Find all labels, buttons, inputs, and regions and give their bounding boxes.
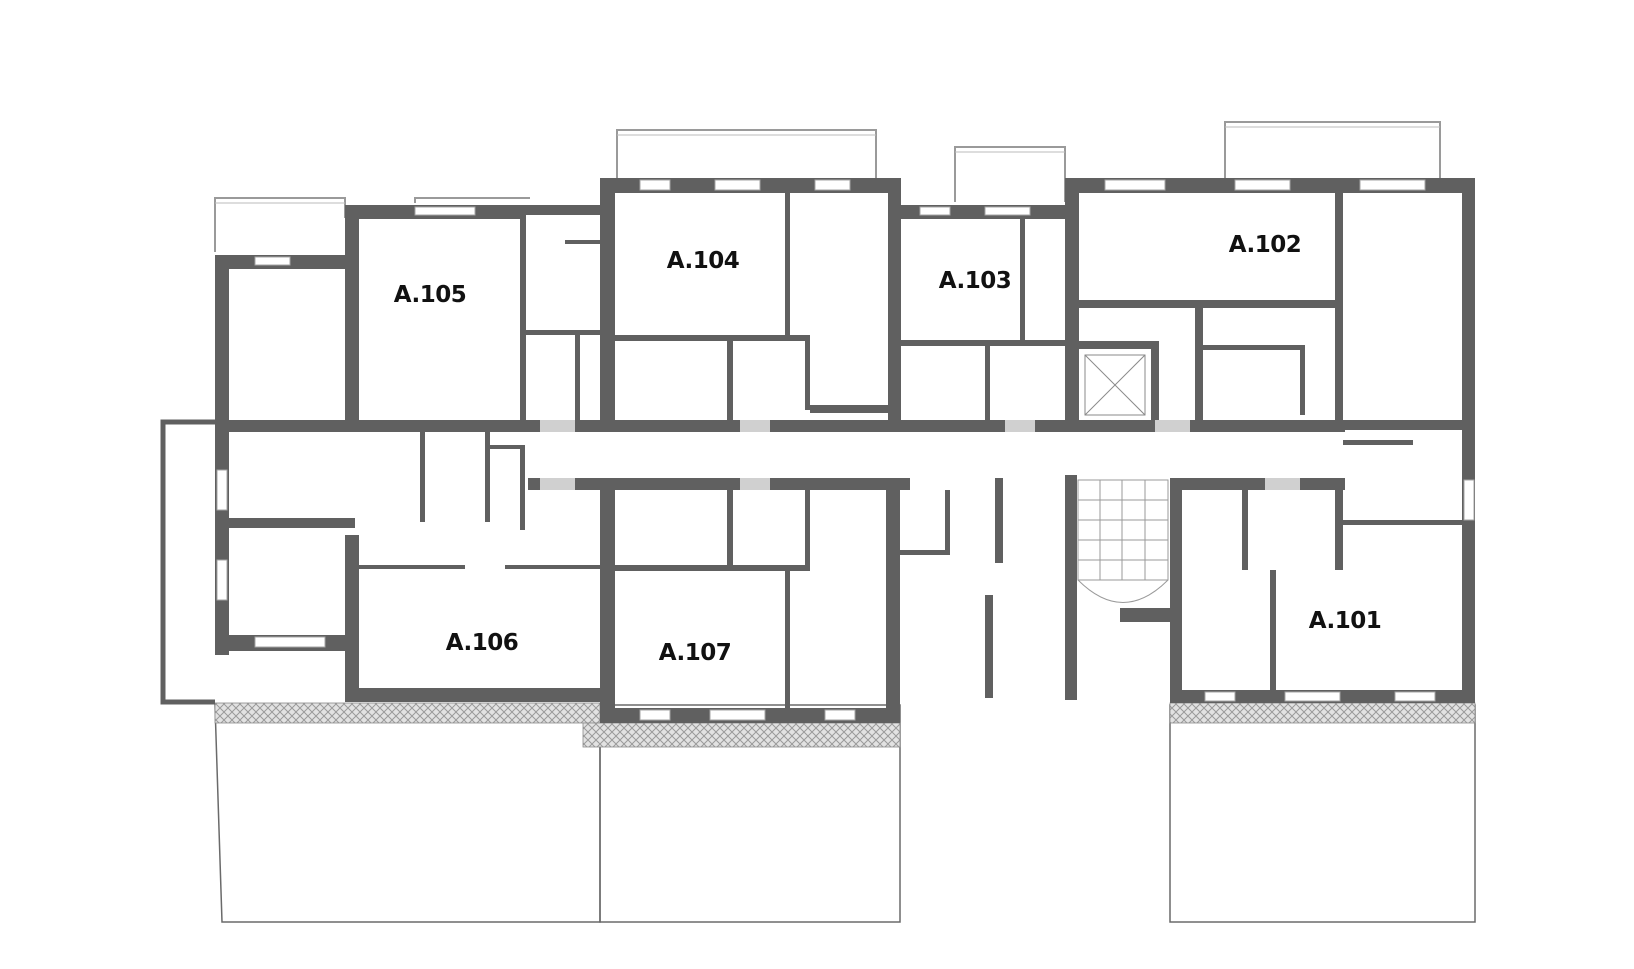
unit-label-a107: A.107 (659, 640, 731, 666)
ramp-outline (160, 419, 215, 705)
unit-label-a105: A.105 (394, 282, 466, 308)
paving-center (582, 722, 901, 748)
balcony-ticks (215, 126, 1440, 204)
unit-label-a104: A.104 (667, 248, 739, 274)
balcony-105-west (214, 197, 346, 252)
balcony-102 (1224, 121, 1441, 178)
paving-west (214, 702, 601, 724)
windows (216, 179, 1475, 721)
unit-label-a106: A.106 (446, 630, 518, 656)
unit-label-a103: A.103 (939, 268, 1011, 294)
terrace-east (1169, 704, 1476, 923)
terrace-west (214, 704, 601, 923)
staircase (1077, 479, 1169, 603)
balcony-104 (616, 129, 877, 178)
unit-label-a101: A.101 (1309, 608, 1381, 634)
corridor-door-openings (540, 420, 1300, 490)
paving-strips (214, 702, 1476, 748)
unit-label-a102: A.102 (1229, 232, 1301, 258)
balcony-103 (954, 146, 1066, 202)
interior-partitions (355, 193, 1463, 708)
exterior-walls (215, 178, 1475, 723)
elevator-interior (1084, 354, 1146, 416)
terrace-center (599, 704, 901, 923)
unit-labels: A.101 A.102 A.103 A.104 A.105 A.106 A.10… (394, 232, 1382, 666)
balcony-105-top (414, 197, 530, 203)
paving-east (1169, 702, 1476, 724)
